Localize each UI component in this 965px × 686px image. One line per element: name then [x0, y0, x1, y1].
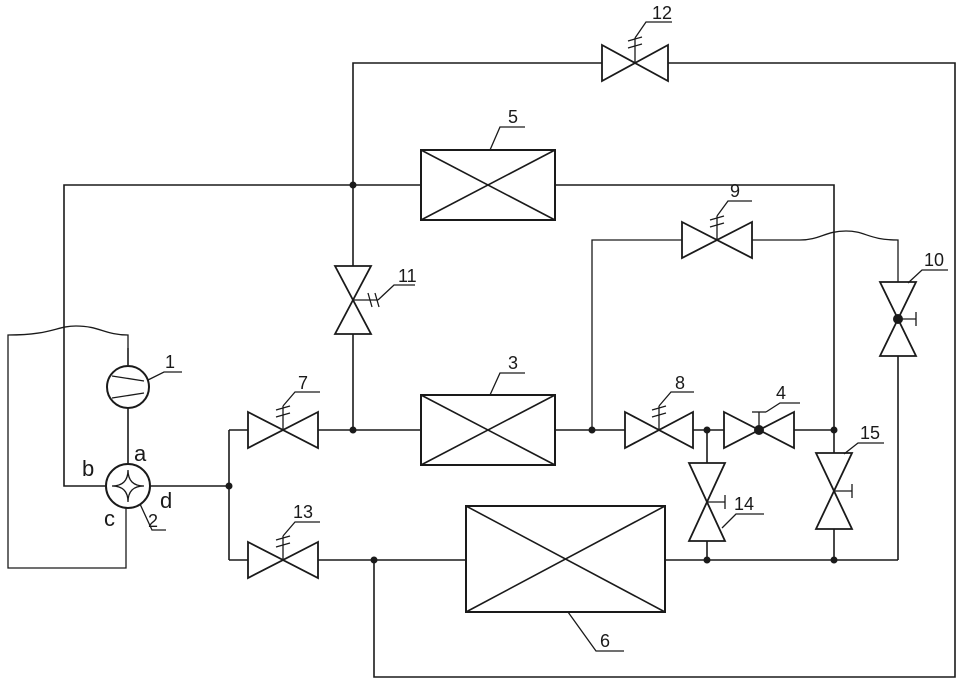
label-13: 13 [293, 502, 313, 522]
valve-9: 9 [682, 181, 752, 258]
junction-node [704, 557, 711, 564]
valve-12: 12 [602, 3, 672, 81]
valve-13: 13 [248, 502, 320, 578]
junction-node [831, 557, 838, 564]
valve-14: 14 [689, 463, 764, 541]
junction-node [226, 483, 233, 490]
junction-node [831, 427, 838, 434]
label-4: 4 [776, 383, 786, 403]
valve-8: 8 [625, 373, 694, 448]
port-label-c: c [104, 506, 115, 531]
junction-node [589, 427, 596, 434]
label-12: 12 [652, 3, 672, 23]
valve-15: 15 [816, 423, 884, 529]
label-1: 1 [165, 352, 175, 372]
port-label-a: a [134, 441, 147, 466]
label-3: 3 [508, 353, 518, 373]
expansion-valve-10: 10 [880, 250, 948, 356]
heat-exchanger-3: 3 [421, 353, 555, 465]
label-8: 8 [675, 373, 685, 393]
port-label-b: b [82, 456, 94, 481]
port-label-d: d [160, 488, 172, 513]
compressor: 1 [107, 352, 182, 408]
label-2: 2 [148, 511, 158, 531]
junction-node [371, 557, 378, 564]
junction-node [350, 182, 357, 189]
junction-node [350, 427, 357, 434]
label-6: 6 [600, 631, 610, 651]
label-10: 10 [924, 250, 944, 270]
expansion-valve-4: 4 [724, 383, 800, 448]
heat-exchanger-5: 5 [421, 107, 555, 220]
valve-7: 7 [248, 373, 320, 448]
label-11: 11 [398, 266, 417, 286]
label-14: 14 [734, 494, 754, 514]
heat-exchanger-6: 6 [466, 506, 665, 651]
label-7: 7 [298, 373, 308, 393]
label-15: 15 [860, 423, 880, 443]
junction-node [704, 427, 711, 434]
label-9: 9 [730, 181, 740, 201]
valve-11: 11 [335, 266, 417, 334]
label-5: 5 [508, 107, 518, 127]
